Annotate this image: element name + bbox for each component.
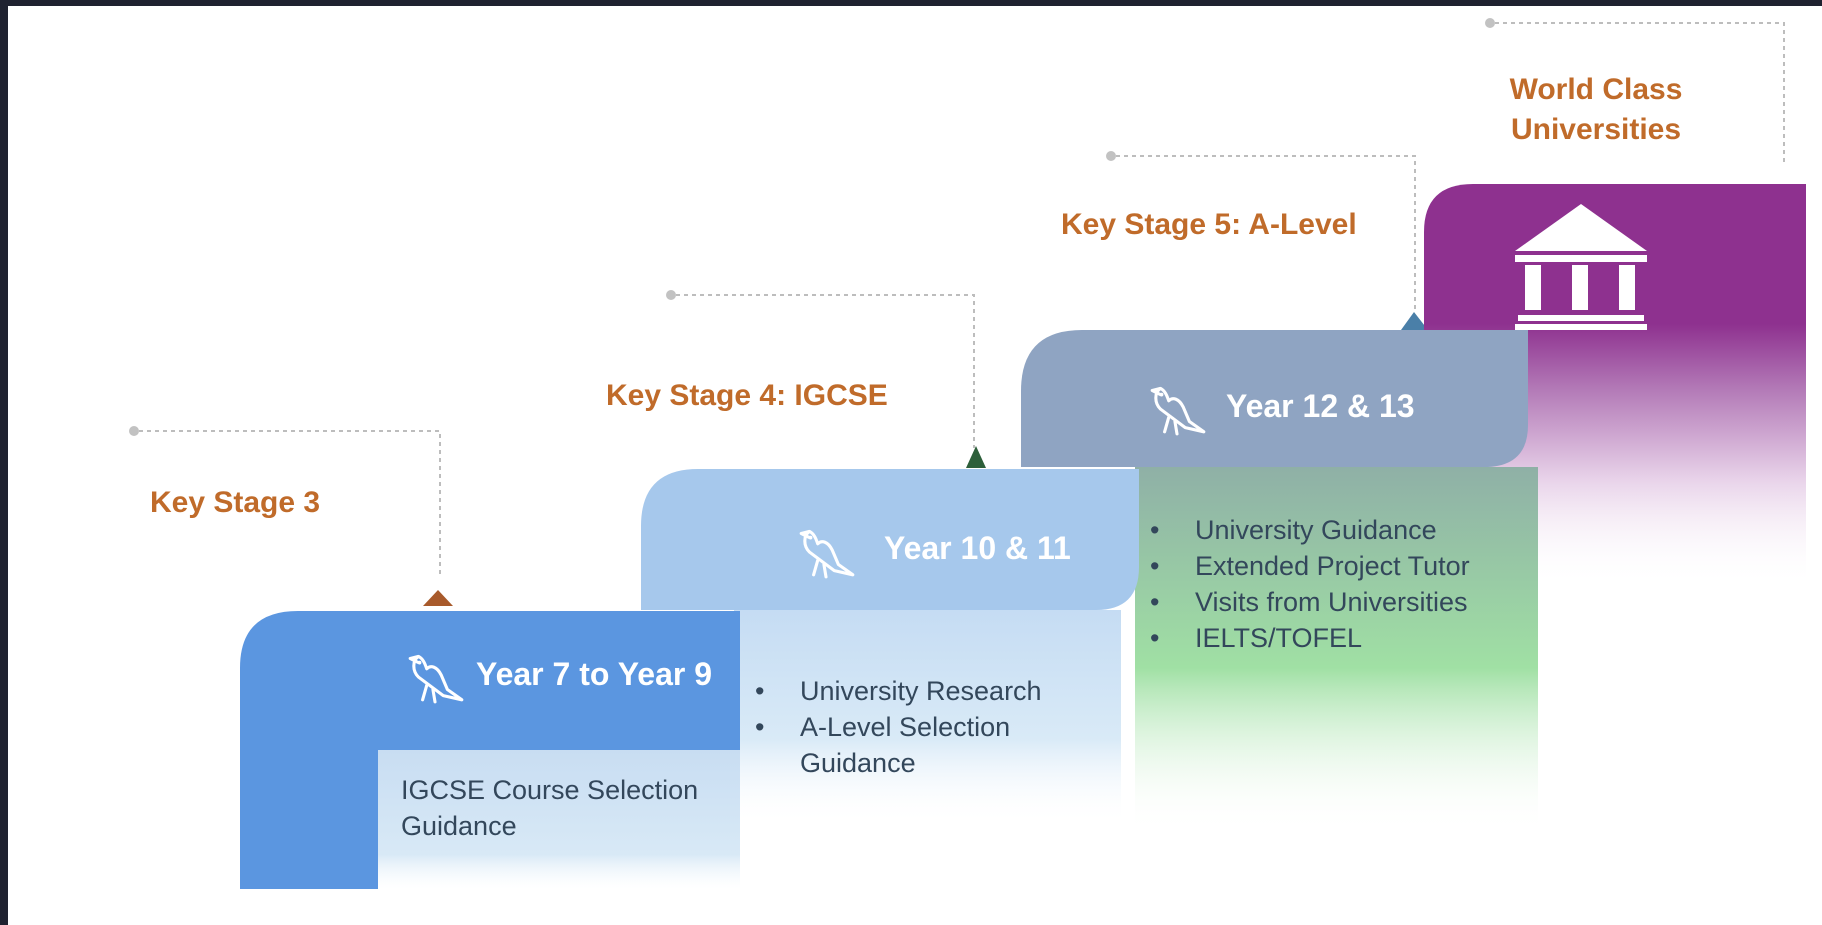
list-item: Visits from Universities xyxy=(1150,584,1540,620)
universities-block xyxy=(1424,184,1806,324)
ks4-list: University Research A-Level Selection Gu… xyxy=(755,673,1085,781)
ks3-description: IGCSE Course Selection Guidance xyxy=(401,775,699,841)
ks4-year-text: Year 10 & 11 xyxy=(884,530,1071,566)
marker-ks5 xyxy=(1401,312,1428,330)
ks4-header-block xyxy=(641,469,1139,610)
ks3-year-title: Year 7 to Year 9 xyxy=(476,656,712,693)
list-item: A-Level Selection Guidance xyxy=(755,709,1085,781)
ks3-body xyxy=(378,750,740,889)
universities-label: World Class Universities xyxy=(1490,70,1702,150)
ks5-year-text: Year 12 & 13 xyxy=(1226,388,1415,424)
connector-ks4 xyxy=(666,290,975,448)
connector-ks3 xyxy=(129,426,441,578)
education-pathway-diagram: Key Stage 3 Key Stage 4: IGCSE Key Stage… xyxy=(8,6,1822,925)
ks3-label: Key Stage 3 xyxy=(150,486,321,519)
list-item: University Research xyxy=(755,673,1085,709)
ks5-year-title: Year 12 & 13 xyxy=(1226,388,1415,425)
list-item: IELTS/TOFEL xyxy=(1150,620,1540,656)
list-item: Extended Project Tutor xyxy=(1150,548,1540,584)
connector-ks5 xyxy=(1106,151,1416,310)
ks5-header-block xyxy=(1021,330,1528,467)
connector-universities xyxy=(1485,18,1785,166)
university-building-icon xyxy=(1515,204,1647,330)
ks5-label: Key Stage 5: A-Level xyxy=(1061,208,1357,241)
universities-label-line1: World Class xyxy=(1509,73,1683,106)
ks3-year-text: Year 7 to Year 9 xyxy=(476,656,713,692)
ks5-list: University Guidance Extended Project Tut… xyxy=(1150,512,1540,656)
marker-ks3 xyxy=(423,590,453,606)
universities-label-line2: Universities xyxy=(1510,113,1682,146)
marker-ks4 xyxy=(966,446,986,468)
ks4-label: Key Stage 4: IGCSE xyxy=(606,379,888,412)
ks4-year-title: Year 10 & 11 xyxy=(884,530,1071,567)
list-item: University Guidance xyxy=(1150,512,1540,548)
